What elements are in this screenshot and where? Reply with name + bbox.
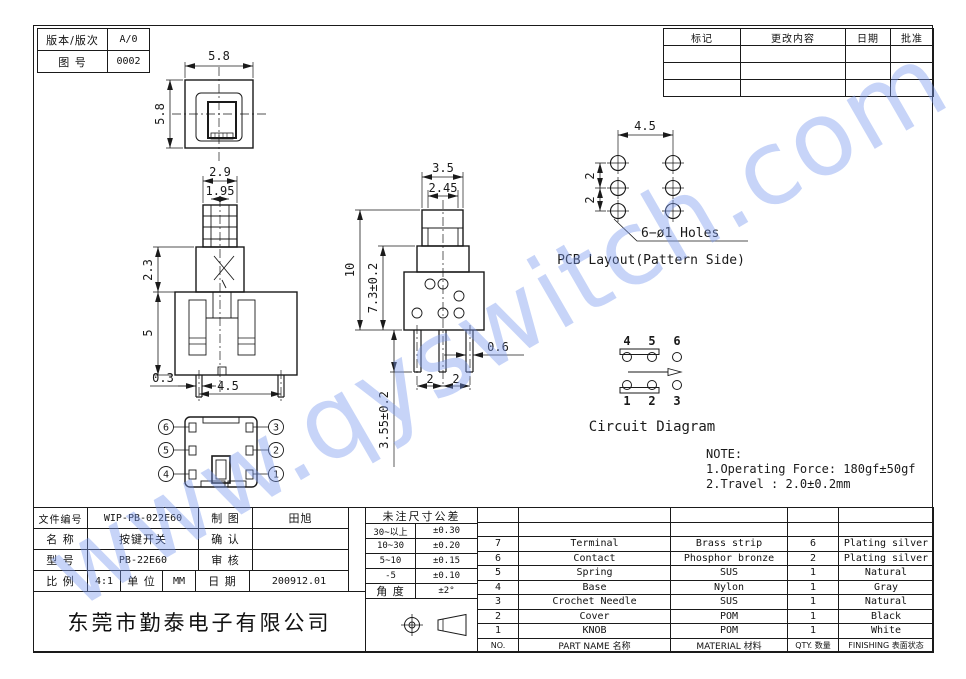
bom-row: 2 Cover POM 1 Black: [478, 609, 934, 624]
drawing-no-value: 0002: [108, 51, 150, 73]
rev-col-date: 日期: [846, 29, 891, 46]
bom-col-material: MATERIAL 材料: [671, 638, 788, 653]
bom-table: 7 Terminal Brass strip 6 Plating silver …: [477, 507, 934, 653]
revision-empty-row: [664, 63, 934, 80]
tolerance-title: 未注尺寸公差: [366, 508, 478, 524]
tol-value: ±0.10: [416, 569, 478, 584]
scale-label: 比 例: [34, 571, 88, 592]
bom-row: 5 Spring SUS 1 Natural: [478, 566, 934, 581]
bom-col-partname: PART NAME 名称: [519, 638, 671, 653]
bom-empty-row: [478, 522, 934, 537]
tol-value: ±0.20: [416, 539, 478, 554]
review-label: 审 核: [199, 550, 253, 571]
bom-row: 1 KNOB POM 1 White: [478, 624, 934, 639]
tol-angle-value: ±2°: [416, 584, 478, 599]
tol-range: 10~30: [366, 539, 416, 554]
bom-header-row: NO. PART NAME 名称 MATERIAL 材料 QTY. 数量 FIN…: [478, 638, 934, 653]
bom-row: 6 Contact Phosphor bronze 2 Plating silv…: [478, 551, 934, 566]
sheet-border: [33, 25, 933, 652]
company-cell: 东莞市勤泰电子有限公司: [33, 591, 366, 653]
drawing-no-label: 图 号: [38, 51, 108, 73]
doc-no-value: WIP-PB-022E60: [88, 508, 199, 529]
version-label: 版本/版次: [38, 29, 108, 51]
drawn-value: 田旭: [253, 508, 349, 529]
tolerance-table: 未注尺寸公差 30~以上 ±0.30 10~30 ±0.20 5~10 ±0.1…: [365, 507, 478, 599]
bom-col-qty: QTY. 数量: [788, 638, 839, 653]
bom-row: 3 Crochet Needle SUS 1 Natural: [478, 595, 934, 610]
review-value: [253, 550, 349, 571]
title-block-spacer: [348, 507, 366, 592]
projection-symbol-cell: [365, 598, 478, 653]
name-value: 按键开关: [88, 529, 199, 550]
tol-value: ±0.30: [416, 524, 478, 539]
rev-col-change: 更改内容: [741, 29, 846, 46]
tol-angle-label: 角 度: [366, 584, 416, 599]
model-value: PB-22E60: [88, 550, 199, 571]
tol-range: 30~以上: [366, 524, 416, 539]
revision-empty-row: [664, 46, 934, 63]
tol-value: ±0.15: [416, 554, 478, 569]
revision-empty-row: [664, 80, 934, 97]
unit-value: MM: [163, 571, 196, 592]
name-label: 名 称: [34, 529, 88, 550]
bom-empty-row: [478, 508, 934, 523]
date-label: 日 期: [196, 571, 250, 592]
tol-range: -5: [366, 569, 416, 584]
drawn-label: 制 图: [199, 508, 253, 529]
unit-label: 单 位: [121, 571, 163, 592]
confirm-label: 确 认: [199, 529, 253, 550]
version-value: A/0: [108, 29, 150, 51]
doc-no-label: 文件编号: [34, 508, 88, 529]
rev-col-mark: 标记: [664, 29, 741, 46]
model-label: 型 号: [34, 550, 88, 571]
version-table: 版本/版次 A/0 图 号 0002: [37, 28, 150, 73]
revision-table: 标记 更改内容 日期 批准: [663, 28, 934, 97]
title-block-info: 文件编号 WIP-PB-022E60 制 图 田旭 名 称 按键开关 确 认 型…: [33, 507, 349, 592]
date-value: 200912.01: [250, 571, 349, 592]
tol-range: 5~10: [366, 554, 416, 569]
rev-col-approve: 批准: [891, 29, 934, 46]
scale-value: 4:1: [88, 571, 121, 592]
company-name: 东莞市勤泰电子有限公司: [34, 592, 366, 653]
bom-col-finishing: FINISHING 表面状态: [839, 638, 934, 653]
confirm-value: [253, 529, 349, 550]
bom-row: 4 Base Nylon 1 Gray: [478, 580, 934, 595]
bom-row: 7 Terminal Brass strip 6 Plating silver: [478, 537, 934, 552]
bom-col-no: NO.: [478, 638, 519, 653]
